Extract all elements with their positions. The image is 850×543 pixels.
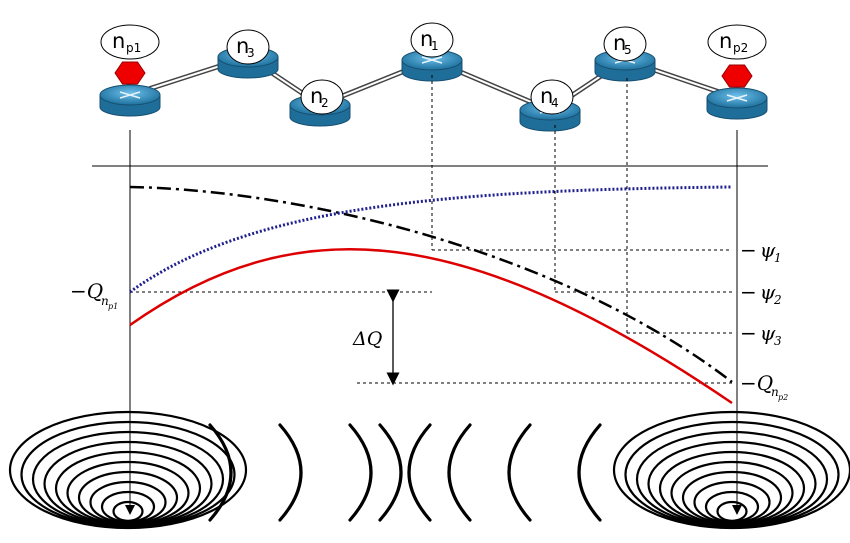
well-ring — [624, 420, 840, 529]
wave-arc — [208, 423, 233, 522]
svg-text:p1: p1 — [126, 41, 141, 55]
well-ring — [8, 410, 248, 530]
node-label-n5: n5 — [603, 26, 647, 62]
svg-text:p2: p2 — [778, 393, 788, 402]
well-ring — [612, 410, 850, 530]
pin-marker-np1 — [114, 61, 146, 85]
svg-text:2: 2 — [773, 293, 782, 307]
label-psi3: −ψ 3 — [740, 321, 782, 348]
wave-arcs — [208, 423, 602, 522]
svg-text:n: n — [101, 294, 109, 308]
svg-text:3: 3 — [774, 334, 782, 348]
router-np1 — [99, 84, 161, 117]
svg-text:n: n — [613, 31, 626, 55]
wave-arc — [378, 423, 403, 522]
svg-text:n: n — [236, 34, 249, 58]
svg-text:n: n — [540, 84, 553, 108]
wave-arc — [447, 423, 472, 522]
svg-text:1: 1 — [431, 39, 439, 53]
node-label-n2: n2 — [300, 79, 344, 115]
well-ring — [100, 490, 156, 523]
well-ring — [681, 470, 783, 525]
svg-text:−ψ: −ψ — [740, 238, 776, 262]
svg-text:p1: p1 — [108, 302, 118, 311]
node-label-n3: n3 — [226, 29, 270, 65]
svg-text:p2: p2 — [733, 41, 748, 55]
svg-text:n: n — [310, 84, 323, 108]
node-drop-lines — [431, 75, 628, 333]
router-n1 — [401, 49, 463, 82]
wave-arc — [348, 423, 373, 522]
well-ring — [704, 490, 760, 523]
wave-arc — [507, 423, 532, 522]
svg-text:3: 3 — [247, 46, 255, 60]
label-psi2: −ψ 2 — [740, 280, 782, 307]
svg-text:4: 4 — [551, 96, 559, 110]
left-potential-well — [8, 410, 248, 530]
right-potential-well — [612, 410, 850, 530]
pin-marker-np2 — [721, 64, 753, 88]
well-ring — [112, 500, 144, 522]
wave-arc — [577, 423, 602, 522]
svg-text:n: n — [420, 27, 433, 51]
router-np2 — [706, 87, 768, 120]
svg-text:−ψ: −ψ — [740, 321, 776, 345]
label-q-np2: −Q n p2 — [740, 371, 788, 402]
label-q-np1: −Q n p1 — [70, 279, 118, 311]
label-psi1: −ψ 1 — [740, 238, 782, 265]
dotted-curve — [129, 185, 733, 294]
label-delta-q: ΔQ — [352, 328, 382, 350]
svg-text:1: 1 — [774, 251, 782, 265]
node-label-n1: n1 — [410, 22, 454, 58]
svg-text:ΔQ: ΔQ — [352, 328, 382, 350]
wave-arc — [278, 423, 303, 522]
node-label-n4: n4 — [530, 79, 574, 115]
solid-red-curve — [129, 248, 733, 405]
dash-dot-curve — [129, 185, 733, 383]
svg-text:−ψ: −ψ — [740, 280, 776, 304]
well-ring — [716, 500, 748, 522]
svg-text:5: 5 — [624, 43, 632, 57]
well-ring — [20, 420, 236, 529]
svg-text:n: n — [112, 29, 125, 53]
svg-text:n: n — [771, 385, 779, 399]
level-lines — [130, 249, 732, 384]
svg-text:n: n — [719, 29, 732, 53]
well-ring — [31, 430, 225, 528]
svg-text:−Q: −Q — [70, 279, 103, 303]
svg-text:−Q: −Q — [740, 371, 773, 395]
well-ring — [635, 430, 829, 528]
wave-arc — [407, 423, 432, 522]
routers — [99, 46, 768, 132]
well-ring — [77, 470, 179, 525]
svg-text:2: 2 — [321, 96, 329, 110]
